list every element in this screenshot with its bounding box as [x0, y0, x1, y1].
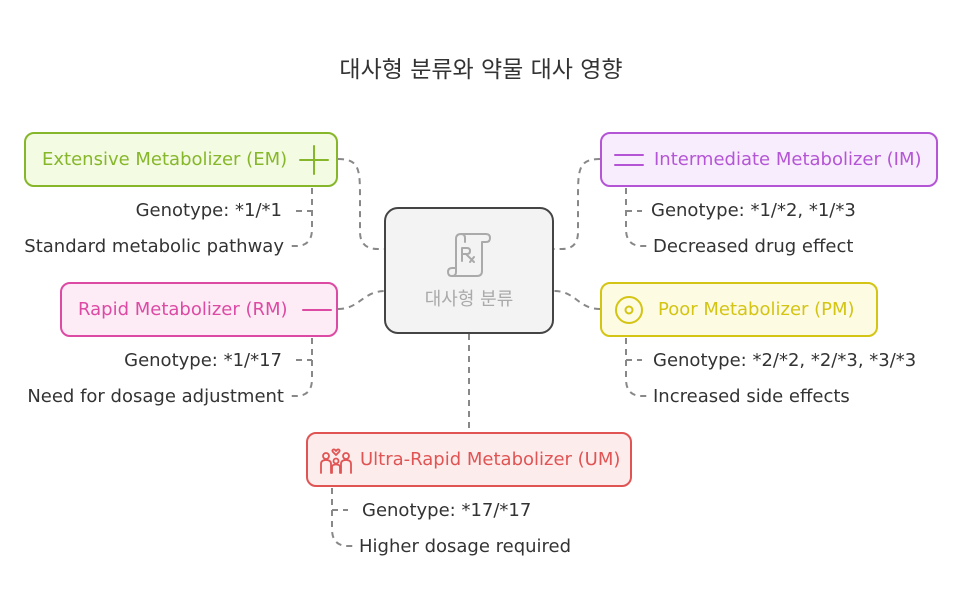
equals-icon — [614, 150, 644, 170]
node-ultra-rapid-metabolizer: Ultra-Rapid Metabolizer (UM) — [306, 432, 632, 487]
um-effect: Higher dosage required — [359, 536, 572, 557]
connector-rm — [337, 290, 387, 310]
center-label: 대사형 분류 — [424, 288, 514, 310]
target-circle-icon — [614, 295, 644, 325]
detail-connector-um — [331, 488, 354, 547]
rm-label: Rapid Metabolizer (RM) — [78, 299, 288, 320]
node-poor-metabolizer: Poor Metabolizer (PM) — [600, 282, 878, 337]
node-rapid-metabolizer: Rapid Metabolizer (RM) — [60, 282, 338, 337]
node-extensive-metabolizer: Extensive Metabolizer (EM) — [24, 132, 338, 187]
detail-connector-rm — [290, 338, 313, 397]
family-group-icon — [320, 445, 352, 475]
connector-em — [337, 158, 386, 250]
connector-im — [554, 158, 601, 250]
im-effect: Decreased drug effect — [653, 236, 854, 257]
um-label: Ultra-Rapid Metabolizer (UM) — [360, 449, 621, 470]
pm-genotype: Genotype: *2/*2, *2/*3, *3/*3 — [653, 350, 917, 371]
pm-effect: Increased side effects — [653, 386, 850, 407]
detail-connector-em — [290, 188, 313, 247]
detail-connector-im — [625, 188, 648, 247]
diagram-title: 대사형 분류와 약물 대사 영향 — [339, 57, 623, 83]
minus-icon — [301, 307, 332, 313]
im-label: Intermediate Metabolizer (IM) — [654, 149, 922, 170]
center-node: 대사형 분류 — [384, 207, 554, 334]
em-effect: Standard metabolic pathway — [24, 236, 284, 257]
rm-effect: Need for dosage adjustment — [27, 386, 284, 407]
node-intermediate-metabolizer: Intermediate Metabolizer (IM) — [600, 132, 938, 187]
connector-pm — [553, 290, 601, 310]
detail-connector-pm — [625, 338, 648, 397]
rm-genotype: Genotype: *1/*17 — [124, 350, 282, 371]
pm-label: Poor Metabolizer (PM) — [658, 299, 855, 320]
em-genotype: Genotype: *1/*1 — [135, 200, 282, 221]
plus-icon — [299, 144, 330, 175]
um-genotype: Genotype: *17/*17 — [362, 500, 532, 521]
im-genotype: Genotype: *1/*2, *1/*3 — [651, 200, 856, 221]
em-label: Extensive Metabolizer (EM) — [42, 149, 288, 170]
prescription-scroll-icon — [446, 231, 492, 279]
